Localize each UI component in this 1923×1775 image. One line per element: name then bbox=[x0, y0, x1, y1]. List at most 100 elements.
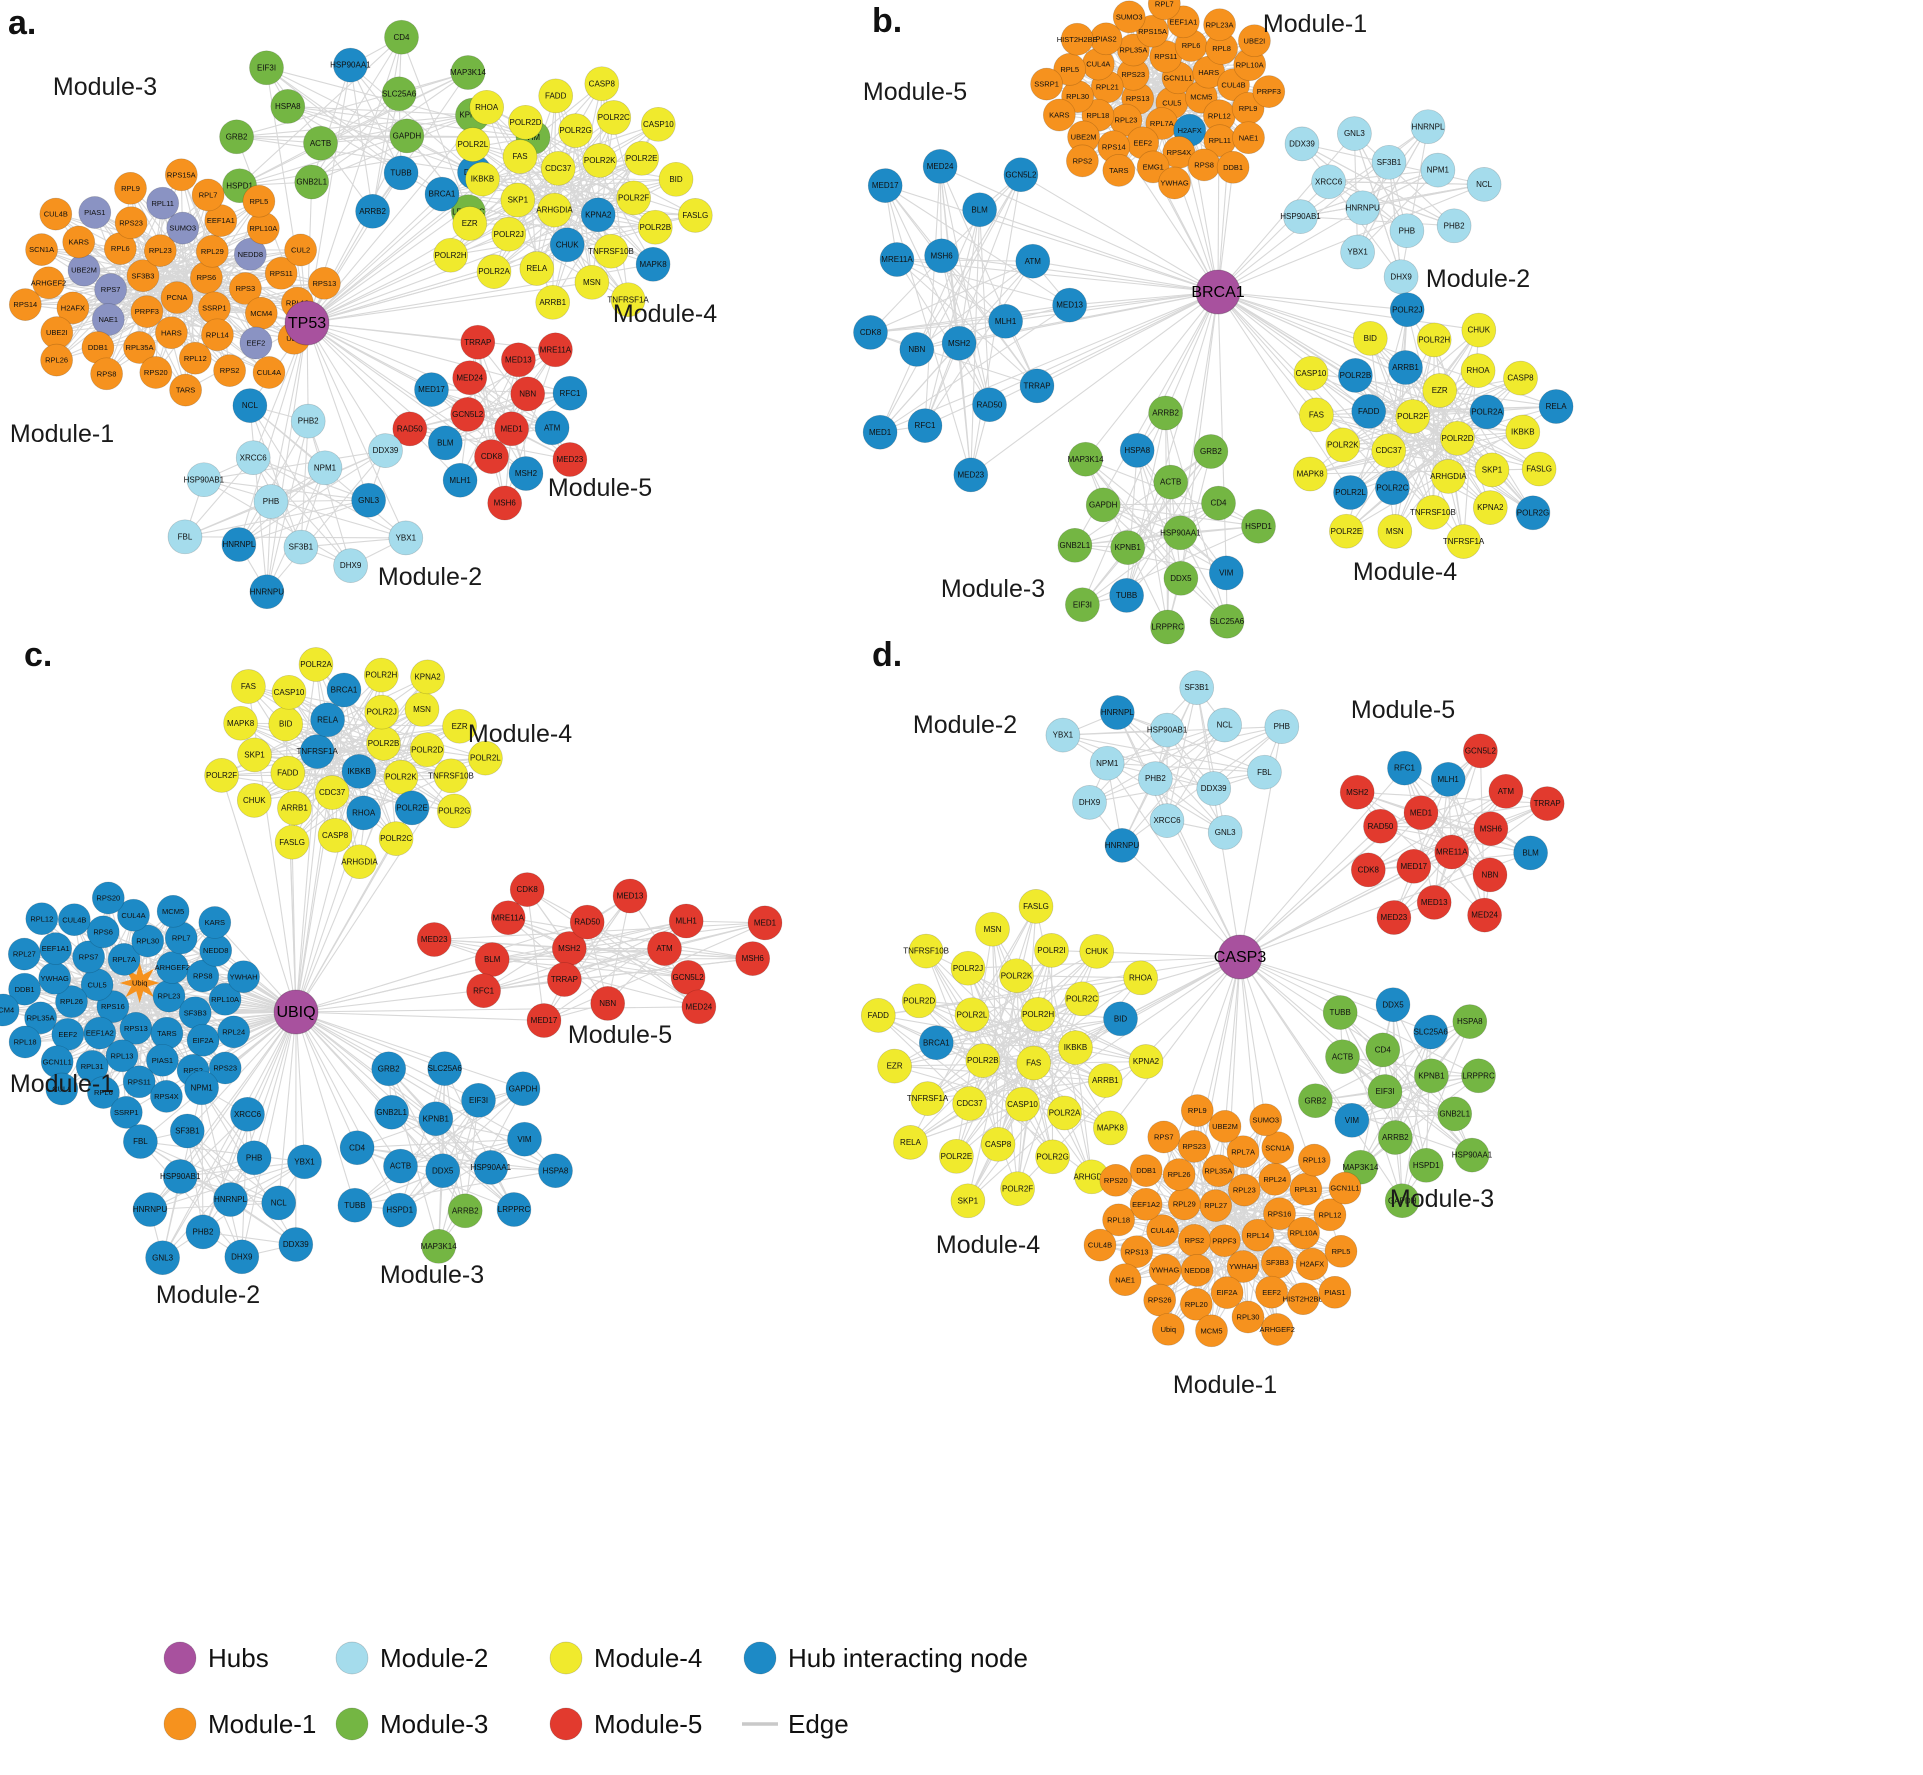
gene-label: EIF3I bbox=[469, 1096, 488, 1105]
gene-label: RPL13 bbox=[111, 1051, 134, 1060]
gene-label: POLR2L bbox=[1335, 488, 1366, 497]
gene-label: MCM5 bbox=[162, 907, 184, 916]
edge bbox=[870, 304, 1070, 333]
gene-node bbox=[425, 1153, 461, 1189]
edge bbox=[295, 689, 345, 1013]
gene-label: CD4 bbox=[1375, 1046, 1392, 1055]
gene-label: FAS bbox=[512, 152, 527, 161]
gene-label: RAD50 bbox=[574, 918, 600, 927]
edge bbox=[306, 322, 432, 391]
gene-node bbox=[860, 998, 896, 1033]
gene-node bbox=[1241, 508, 1276, 544]
gene-node bbox=[236, 1140, 272, 1176]
gene-label: RPL20 bbox=[1185, 1300, 1208, 1309]
gene-label: HSP90AA1 bbox=[1452, 1151, 1493, 1160]
edge bbox=[266, 322, 308, 592]
gene-label: RPL11 bbox=[1209, 136, 1231, 145]
gene-node bbox=[535, 284, 571, 320]
edge bbox=[483, 922, 766, 992]
hub-node bbox=[273, 989, 319, 1035]
gene-node bbox=[473, 1150, 509, 1185]
edge bbox=[1069, 291, 1219, 306]
gene-node bbox=[1454, 1137, 1490, 1173]
gene-label: POLR2F bbox=[618, 194, 649, 203]
gene-label: RPS2 bbox=[220, 366, 240, 375]
gene-label: POLR2J bbox=[1392, 305, 1422, 314]
gene-node bbox=[232, 388, 268, 423]
gene-node bbox=[236, 783, 272, 818]
edge bbox=[1136, 450, 1227, 574]
gene-node bbox=[201, 318, 234, 352]
edge bbox=[1085, 458, 1228, 622]
edge bbox=[1239, 956, 1394, 1006]
gene-label: RPS14 bbox=[1102, 142, 1126, 151]
gene-label: CHUK bbox=[556, 240, 579, 249]
edge bbox=[450, 123, 659, 256]
edge bbox=[941, 255, 1219, 293]
gene-label: MAPK8 bbox=[227, 719, 255, 728]
gene-label: BLM bbox=[1522, 849, 1539, 858]
gene-label: EMG1 bbox=[1143, 163, 1164, 172]
edge bbox=[266, 67, 402, 174]
edge bbox=[1301, 143, 1455, 227]
gene-node bbox=[1052, 287, 1087, 323]
gene-node bbox=[32, 266, 65, 300]
edge bbox=[1382, 1049, 1473, 1156]
edge bbox=[575, 130, 612, 252]
gene-label: MED24 bbox=[686, 1002, 713, 1011]
edge bbox=[444, 359, 519, 444]
gene-label: ARRB2 bbox=[1152, 409, 1179, 418]
edge bbox=[1355, 374, 1540, 470]
gene-label: HNRNPL bbox=[222, 540, 255, 549]
gene-label: GRB2 bbox=[1305, 1096, 1327, 1105]
edge bbox=[171, 332, 270, 374]
edge bbox=[1413, 750, 1481, 867]
nodes-layer: GAPDHACTBSLC25A6TUBBHSPA8KPNB1GNB2L1HSP9… bbox=[8, 19, 713, 610]
gene-node bbox=[56, 291, 90, 325]
gene-label: POLR2L bbox=[457, 140, 488, 149]
gene-label: RPL18 bbox=[14, 1038, 37, 1047]
gene-label: POLR2A bbox=[300, 660, 332, 669]
edge bbox=[1404, 767, 1531, 854]
panel-CASP3: PHB2HSP90AB1DDX39NPM1NCLXRCC6HNRNPLFBLDH… bbox=[860, 670, 1565, 1399]
gene-node bbox=[1151, 1312, 1185, 1346]
gene-label: MED17 bbox=[531, 1016, 558, 1025]
gene-label: CDK8 bbox=[860, 328, 882, 337]
gene-label: SLC25A6 bbox=[1414, 1028, 1449, 1037]
gene-label: Ubiq bbox=[132, 979, 147, 988]
edge bbox=[1342, 431, 1523, 446]
edge bbox=[1217, 291, 1370, 412]
gene-node bbox=[1119, 433, 1155, 468]
gene-node bbox=[1110, 530, 1146, 565]
gene-label: EIF3I bbox=[1375, 1087, 1394, 1096]
gene-node bbox=[1209, 603, 1245, 639]
gene-node bbox=[1466, 167, 1502, 202]
edge bbox=[1074, 451, 1212, 546]
gene-label: CUL4B bbox=[1221, 80, 1245, 89]
edge bbox=[306, 322, 492, 458]
gene-label: HSPA8 bbox=[275, 102, 301, 111]
gene-label: MSH6 bbox=[930, 251, 953, 260]
gene-node bbox=[1138, 761, 1173, 796]
gene-label: GNB2L1 bbox=[296, 178, 327, 187]
gene-node bbox=[416, 922, 452, 957]
gene-label: TNFRSF1A bbox=[297, 747, 339, 756]
gene-label: UBE2I bbox=[1244, 36, 1266, 45]
gene-node bbox=[1195, 1314, 1228, 1348]
gene-node bbox=[1255, 1275, 1288, 1309]
gene-label: RPL23 bbox=[158, 992, 181, 1001]
gene-label: PHB2 bbox=[298, 417, 319, 426]
edge bbox=[434, 938, 570, 950]
gene-label: YWHAG bbox=[1151, 1266, 1180, 1275]
gene-node bbox=[1396, 848, 1432, 884]
gene-node bbox=[1093, 1110, 1128, 1146]
gene-label: RPS4X bbox=[1167, 148, 1192, 157]
gene-label: TNFRSF10B bbox=[1410, 508, 1456, 517]
edge bbox=[924, 260, 1034, 426]
gene-node bbox=[637, 209, 673, 245]
gene-label: POLR2A bbox=[478, 267, 510, 276]
edge bbox=[441, 167, 559, 195]
gene-node bbox=[249, 574, 285, 610]
gene-node bbox=[1102, 1203, 1135, 1237]
gene-node bbox=[1334, 1102, 1370, 1138]
